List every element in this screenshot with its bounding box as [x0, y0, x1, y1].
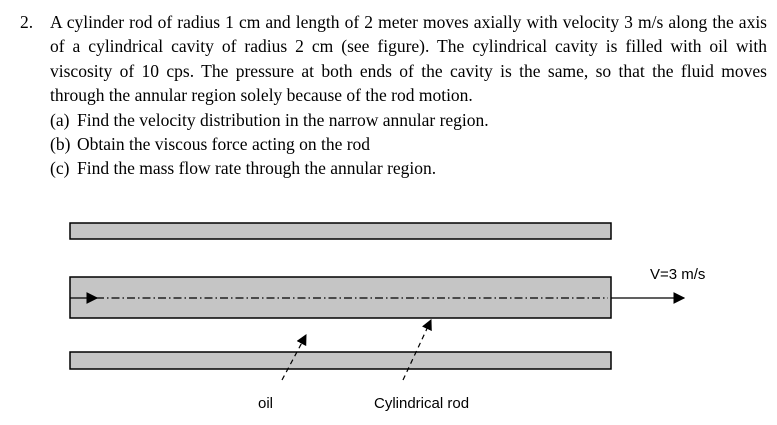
problem-part-b: (b) Obtain the viscous force acting on t…	[50, 132, 767, 156]
rod-pointer-arrow	[402, 319, 432, 381]
figure-svg: V=3 m/s oil Cylindrical rod	[69, 222, 705, 412]
problem-number: 2.	[20, 12, 34, 32]
part-a-text: Find the velocity distribution in the na…	[77, 109, 489, 130]
cylindrical-rod-label: Cylindrical rod	[374, 395, 469, 412]
problem-part-a: (a) Find the velocity distribution in th…	[50, 108, 767, 132]
part-b-text: Obtain the viscous force acting on the r…	[77, 134, 371, 155]
problem-part-c: (c) Find the mass flow rate through the …	[50, 156, 767, 180]
part-a-marker: (a)	[50, 109, 70, 130]
cavity-wall-bottom	[69, 351, 612, 370]
part-b-marker: (b)	[50, 134, 71, 155]
problem-statement-row: 2. A cylinder rod of radius 1 cm and len…	[20, 10, 767, 108]
oil-label: oil	[258, 395, 273, 412]
problem-block: 2. A cylinder rod of radius 1 cm and len…	[20, 10, 767, 181]
cavity-rod-figure: V=3 m/s oil Cylindrical rod	[0, 213, 777, 425]
cavity-wall-top	[69, 222, 612, 240]
problem-text: A cylinder rod of radius 1 cm and length…	[50, 12, 767, 106]
part-c-marker: (c)	[50, 158, 70, 179]
part-c-text: Find the mass flow rate through the annu…	[77, 158, 437, 179]
velocity-label: V=3 m/s	[650, 266, 705, 283]
